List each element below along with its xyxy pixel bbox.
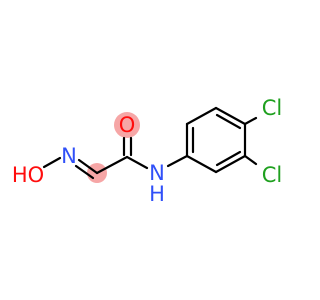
- ring-bond-5: [214, 154, 247, 174]
- ring-bond-5-inner: [215, 150, 242, 167]
- carbonyl-oxygen-label: O: [119, 113, 136, 137]
- bond-n-c-double-1: [77, 158, 99, 175]
- chlorine-bottom-label: Cl: [262, 163, 283, 187]
- ring-bond-2: [185, 106, 218, 126]
- carbonyl-oxygen-highlight: [114, 112, 140, 138]
- bond-n-c-double-2: [74, 164, 95, 180]
- bond-n-ring: [166, 154, 189, 168]
- hydroxyl-oxygen-label: HO: [12, 163, 44, 187]
- oxime-nitrogen-label: N: [61, 144, 77, 168]
- ring-bond-3: [214, 106, 247, 126]
- molecule-canvas: HO N O N H Cl Cl: [12, 96, 282, 206]
- atom-label-layer: HO N O N H Cl Cl: [12, 96, 282, 206]
- ring-bond-3-inner: [215, 113, 242, 130]
- bond-layer: [42, 106, 258, 180]
- bond-o-n: [42, 156, 62, 169]
- chlorine-top-label: Cl: [262, 96, 283, 120]
- bond-c-n-amide: [125, 155, 149, 170]
- bond-ring-cl-top: [243, 116, 258, 126]
- bond-c-c: [95, 155, 129, 175]
- amide-hydrogen-label: H: [149, 182, 165, 206]
- amide-nitrogen-label: N: [149, 161, 165, 185]
- bond-ring-cl-bottom: [243, 154, 258, 166]
- ring-bond-6: [185, 154, 218, 174]
- molecule-structure: HO N O N H Cl Cl: [12, 96, 282, 206]
